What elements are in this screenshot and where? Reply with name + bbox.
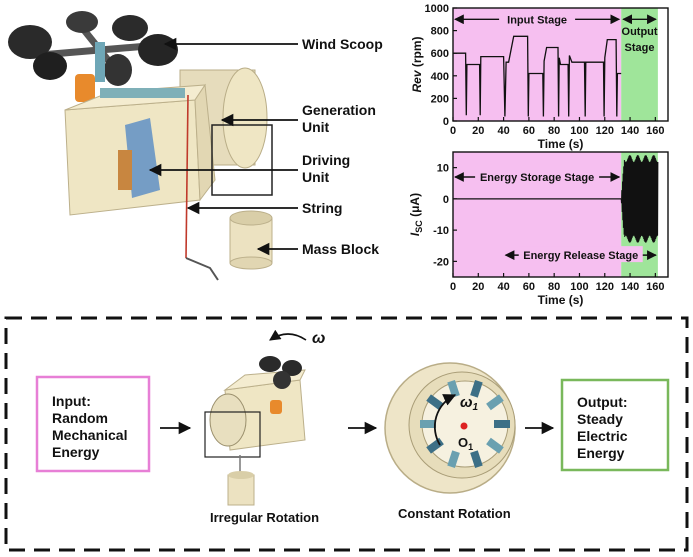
y-tick-label-400: 400: [431, 71, 449, 83]
mass-block-drawing: [229, 210, 273, 270]
drum-slot-0: [494, 420, 510, 428]
x-tick-label-20: 20: [472, 125, 484, 137]
drum-slot-5: [420, 420, 436, 428]
label-string: String: [302, 200, 342, 216]
label-generation-unit-1: Generation: [302, 102, 376, 118]
drum-slot-8: [470, 379, 483, 398]
dashed-frame: [4, 316, 689, 552]
y-tick-label-0: 0: [443, 116, 449, 128]
constant-rotation-drawing: [384, 362, 516, 494]
x-tick-label-0: 0: [450, 281, 456, 293]
annotation-label-1: Energy Release Stage: [523, 250, 638, 262]
x-tick-label-100: 100: [570, 125, 588, 137]
x-tick-label-40: 40: [497, 281, 509, 293]
output-box-line-3: Electric: [577, 428, 628, 444]
y-tick-label-0: 0: [443, 194, 449, 206]
drum-slot-6: [426, 394, 444, 411]
drum-slot-7: [447, 379, 460, 398]
plot-frame: [452, 7, 669, 122]
device-body: [64, 83, 273, 216]
y-tick-label-1000: 1000: [425, 3, 449, 15]
y-tick-label-200: 200: [431, 93, 449, 105]
y-tick-label-600: 600: [431, 48, 449, 60]
x-tick-label-140: 140: [621, 125, 639, 137]
x-tick-label-100: 100: [570, 281, 588, 293]
y-tick-label--20: -20: [433, 256, 449, 268]
label-mass-block: Mass Block: [302, 241, 379, 257]
wind-scoop-drawing: [8, 11, 178, 102]
annotation-label-0: Energy Storage Stage: [480, 172, 594, 184]
chart-rev: 0 20 40 60 80 100 120 140 160 0 200 400 600 800 1000Ti…: [410, 3, 669, 151]
output-box-line-4: Energy: [577, 445, 625, 461]
workflow-panel: Input: Random Mechanical Energy ω Irregu…: [4, 316, 689, 552]
input-box: [35, 375, 151, 473]
input-stage-label: Input Stage: [507, 14, 567, 26]
y-tick-label--10: -10: [433, 225, 449, 237]
x-tick-label-0: 0: [450, 125, 456, 137]
output-stage-label-1: Output: [622, 26, 658, 38]
drum-slot-9: [486, 394, 504, 411]
y-axis-label: ISC (μA): [408, 193, 424, 236]
x-tick-label-160: 160: [646, 281, 664, 293]
device-illustration: Wind Scoop Generation Unit Driving Unit …: [8, 11, 383, 281]
region-1: [621, 8, 658, 121]
x-tick-label-80: 80: [548, 125, 560, 137]
irregular-rotation-label: Irregular Rotation: [210, 510, 319, 525]
input-box-line-4: Energy: [52, 444, 100, 460]
rev-series-line: [453, 35, 622, 117]
y-tick-label-800: 800: [431, 26, 449, 38]
drum-slot-1: [486, 437, 504, 454]
output-stage-label-2: Stage: [625, 42, 655, 54]
y-tick-label-10: 10: [437, 163, 449, 175]
label-driving-unit-1: Driving: [302, 152, 350, 168]
drum-slots: [420, 379, 510, 469]
output-box-line-1: Output:: [577, 394, 628, 410]
x-tick-label-80: 80: [548, 281, 560, 293]
omega1-label: ω1: [460, 394, 479, 413]
input-box-line-3: Mechanical: [52, 427, 127, 443]
release-series-line: [620, 155, 659, 243]
label-wind-scoop: Wind Scoop: [302, 36, 383, 52]
annotation-bg-1: [518, 246, 643, 263]
x-tick-label-120: 120: [596, 281, 614, 293]
annotation-bg-0: [475, 168, 600, 184]
drum-slot-4: [426, 437, 444, 454]
x-tick-label-160: 160: [646, 125, 664, 137]
x-tick-label-140: 140: [621, 281, 639, 293]
irregular-rotation-drawing: [204, 329, 307, 506]
x-tick-label-20: 20: [472, 281, 484, 293]
drum-slot-2: [470, 450, 483, 469]
x-axis-label: Time (s): [538, 293, 584, 307]
output-box-line-2: Steady: [577, 411, 623, 427]
output-box: [560, 378, 670, 472]
x-tick-label-120: 120: [596, 125, 614, 137]
input-stage-label-bg: [499, 11, 576, 28]
drum-slot-3: [447, 450, 460, 469]
string-drawing: [185, 94, 219, 281]
input-box-line-2: Random: [52, 410, 108, 426]
y-axis-label: Rev (rpm): [410, 36, 424, 92]
x-tick-label-60: 60: [523, 125, 535, 137]
input-box-line-1: Input:: [52, 393, 91, 409]
plot-frame: [452, 151, 669, 278]
x-tick-label-40: 40: [497, 125, 509, 137]
x-axis-label: Time (s): [538, 137, 584, 151]
constant-rotation-label: Constant Rotation: [398, 506, 511, 521]
center-o1-label: O1: [458, 435, 473, 452]
omega-label: ω: [312, 330, 325, 347]
x-tick-label-60: 60: [523, 281, 535, 293]
label-generation-unit-2: Unit: [302, 119, 330, 135]
label-driving-unit-2: Unit: [302, 169, 330, 185]
